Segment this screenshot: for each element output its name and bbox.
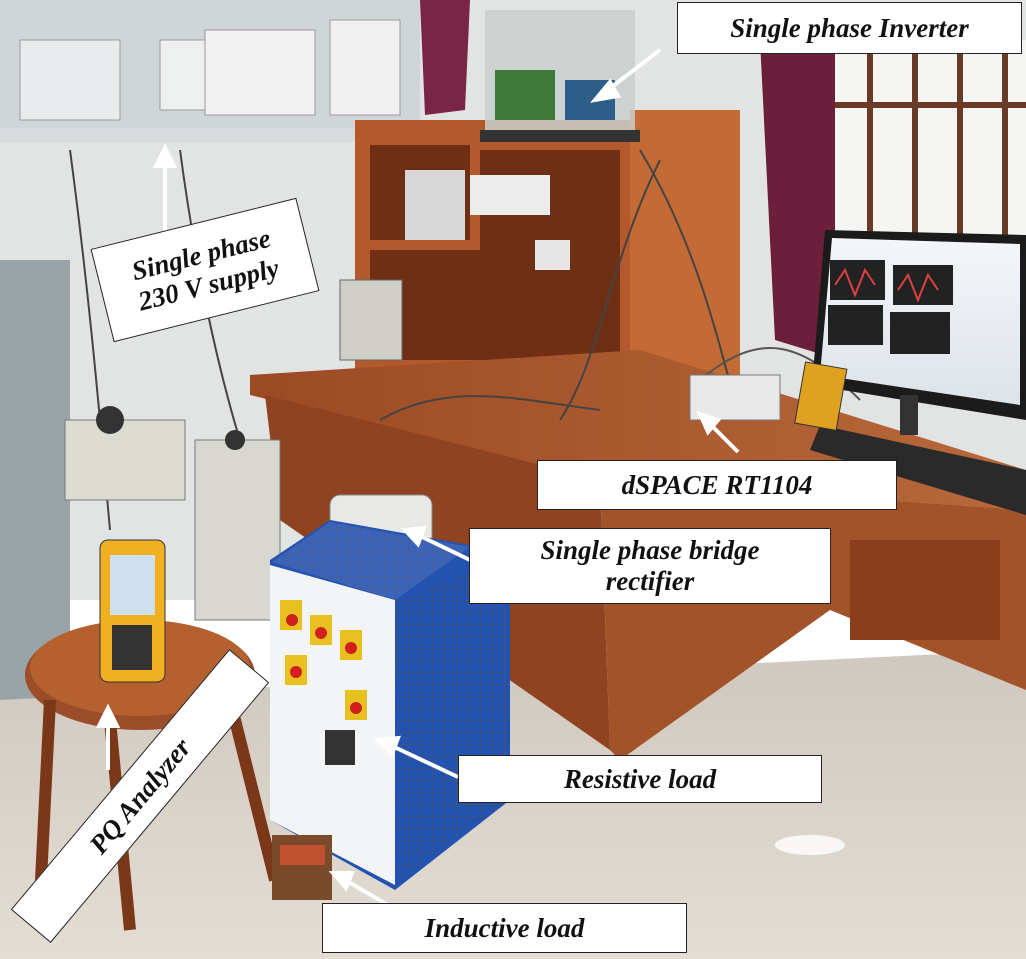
variac-units <box>64 406 281 621</box>
label-dspace-rt1104: dSPACE RT1104 <box>537 460 897 510</box>
resistive-load-cabinet <box>270 520 510 890</box>
multimeter <box>794 361 848 431</box>
dc-supply-box <box>339 279 403 361</box>
keyboard <box>810 425 1026 515</box>
label-inductive-load: Inductive load <box>322 903 687 953</box>
annotation-arrows <box>95 48 740 907</box>
curtain-right <box>760 40 840 360</box>
dspace-box <box>689 374 781 421</box>
curtain-left <box>420 0 470 115</box>
label-resistive-load: Resistive load <box>458 755 822 803</box>
label-bridge-rectifier: Single phase bridge rectifier <box>469 528 831 604</box>
inductive-load <box>272 835 332 900</box>
inverter-unit <box>480 10 640 142</box>
label-single-phase-inverter: Single phase Inverter <box>677 2 1022 54</box>
floor <box>0 650 1026 959</box>
pq-analyzer-device <box>99 539 166 683</box>
monitor <box>812 230 1026 435</box>
